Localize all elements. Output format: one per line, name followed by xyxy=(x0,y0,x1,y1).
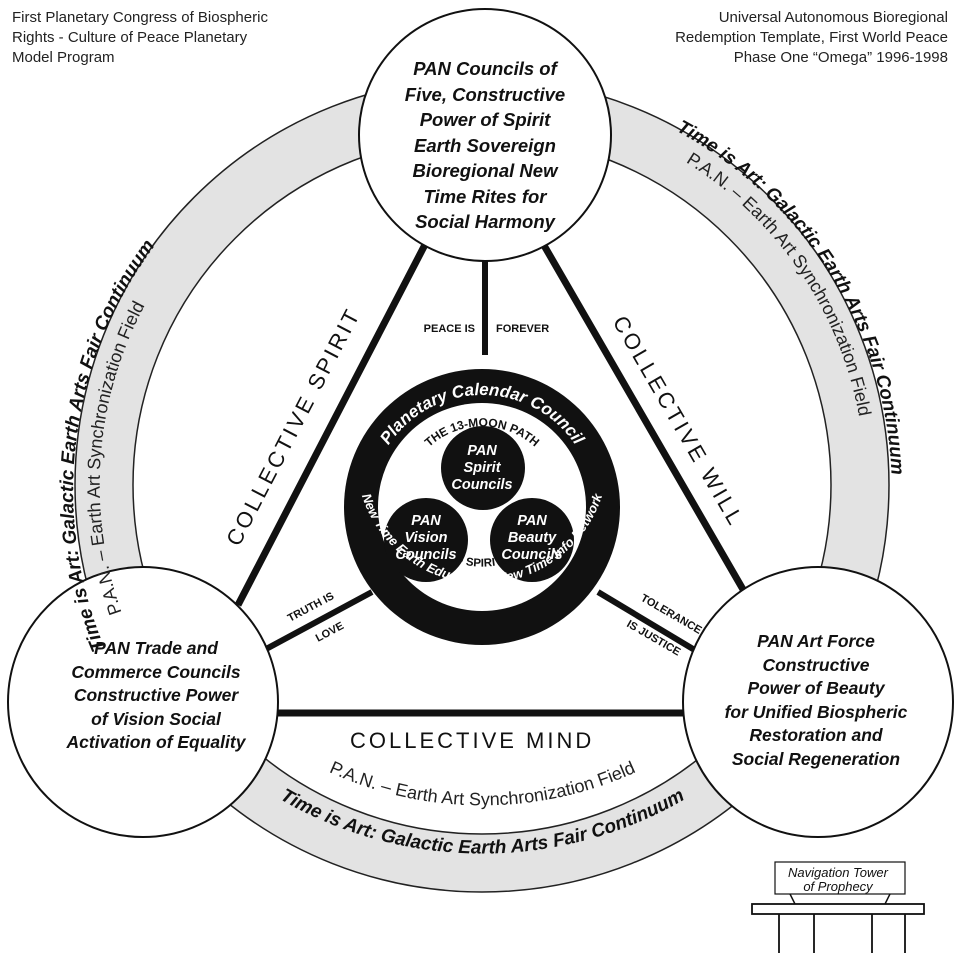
tower-label-box xyxy=(774,861,906,895)
right-node-line: Constructive xyxy=(762,654,870,675)
congress-note-line: Rights - Culture of Peace Planetary xyxy=(12,29,248,46)
template-note: Universal Autonomous Bioregional Redempt… xyxy=(588,8,948,68)
top-node-line: Five, Constructive xyxy=(404,83,566,105)
spirit-councils-line: PAN xyxy=(467,443,497,459)
navigation-tower-line: of Prophecy xyxy=(803,879,873,894)
template-note-line: Universal Autonomous Bioregional xyxy=(718,9,948,26)
left-node-circle xyxy=(7,566,279,838)
navigation-tower-line: Navigation Tower xyxy=(788,865,888,880)
spirit-councils-label: PAN Spirit Councils xyxy=(437,443,527,494)
template-note-line: Phase One “Omega” 1996-1998 xyxy=(733,49,948,66)
top-node-line: Earth Sovereign xyxy=(414,134,556,156)
right-node-line: PAN Art Force xyxy=(757,631,875,651)
collective-spirit-label: COLLECTIVE SPIRIT xyxy=(221,303,366,550)
navigation-tower-label: Navigation Tower of Prophecy xyxy=(768,866,908,894)
right-node-circle xyxy=(682,566,954,838)
right-node-line: for Unified Biospheric xyxy=(724,701,908,722)
spirit-councils-line: Councils xyxy=(451,477,513,493)
tag-truth-is: TRUTH IS xyxy=(286,590,336,624)
spirit-councils-line: Spirit xyxy=(463,460,501,476)
congress-note: First Planetary Congress of Biospheric R… xyxy=(12,8,352,68)
congress-note-line: Model Program xyxy=(12,49,115,66)
tag-peace-is: PEACE IS xyxy=(424,323,475,335)
line-will xyxy=(534,233,756,607)
top-node-circle xyxy=(358,8,612,262)
tag-forever: FOREVER xyxy=(496,323,549,335)
top-node-line: Time Rites for xyxy=(423,185,547,207)
top-node-line: Power of Spirit xyxy=(419,109,551,130)
left-node-line: PAN Trade and xyxy=(94,638,218,658)
template-note-line: Redemption Template, First World Peace xyxy=(675,29,948,46)
left-node-line: Commerce Councils xyxy=(71,661,241,682)
right-node-line: Social Regeneration xyxy=(731,748,901,769)
beauty-councils-line: Beauty xyxy=(507,530,557,546)
right-node-line: Power of Beauty xyxy=(747,678,885,698)
tower-deck xyxy=(751,903,925,915)
spoke-right xyxy=(596,589,710,661)
spirit-councils-circle xyxy=(441,426,525,510)
right-node-label: PAN Art Force Constructive Power of Beau… xyxy=(688,630,944,771)
band-bottom-light: P.A.N. – Earth Art Synchronization Field xyxy=(327,757,638,809)
congress-note-line: First Planetary Congress of Biospheric xyxy=(12,9,268,26)
top-node-label: PAN Councils of Five, Constructive Power… xyxy=(378,56,592,235)
left-node-line: Constructive Power xyxy=(73,685,239,705)
vision-councils-line: Councils xyxy=(395,547,457,563)
vision-councils-label: PAN Vision Councils xyxy=(384,513,468,564)
beauty-councils-line: PAN xyxy=(517,513,547,529)
beauty-councils-label: PAN Beauty Councils xyxy=(490,513,574,564)
left-node-line: of Vision Social xyxy=(91,708,221,729)
tower-cap-right xyxy=(884,893,891,905)
tower-cap-left xyxy=(789,893,796,905)
top-node-line: Social Harmony xyxy=(415,211,555,232)
top-node-line: Bioregional New xyxy=(412,160,558,181)
left-node-label: PAN Trade and Commerce Councils Construc… xyxy=(28,637,284,755)
line-spirit xyxy=(234,233,434,607)
collective-will-label: COLLECTIVE WILL xyxy=(608,311,749,531)
vision-councils-line: PAN xyxy=(411,513,441,529)
left-node-line: Activation of Equality xyxy=(66,732,246,752)
collective-mind-label: COLLECTIVE MIND xyxy=(350,728,595,753)
beauty-councils-circle xyxy=(490,498,574,582)
spoke-left xyxy=(253,589,374,658)
vision-councils-circle xyxy=(384,498,468,582)
vision-councils-line: Vision xyxy=(404,530,448,546)
right-node-line: Restoration and xyxy=(749,725,883,745)
beauty-councils-line: Councils xyxy=(501,547,563,563)
top-node-line: PAN Councils of xyxy=(413,58,557,79)
